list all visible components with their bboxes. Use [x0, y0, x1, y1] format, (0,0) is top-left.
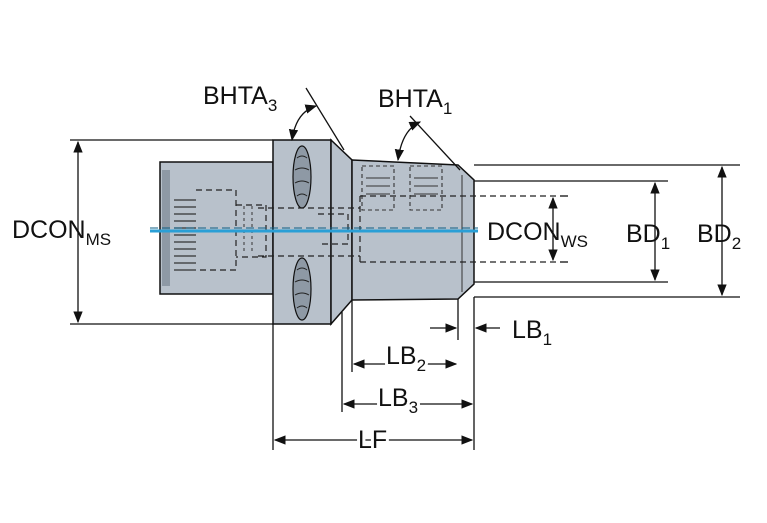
- angle-indicators: [288, 87, 461, 171]
- bd1-label: BD1: [626, 220, 670, 253]
- dimension-lines: [73, 140, 727, 445]
- labels: BHTA3 BHTA1 DCONMS DCONWS BD1 BD2 LB1 LB…: [12, 82, 741, 457]
- bhta1-label: BHTA1: [378, 85, 452, 118]
- flange-slot-bottom: [292, 257, 312, 321]
- lb1-label: LB1: [512, 316, 552, 349]
- extension-lines: [70, 139, 740, 450]
- flange-slot-top: [292, 145, 312, 209]
- bhta3-label: BHTA3: [203, 82, 277, 115]
- internal-bore: [258, 195, 560, 263]
- dcon-ws-label: DCONWS: [487, 218, 588, 251]
- dcon-ms-label: DCONMS: [12, 216, 111, 249]
- lf-label: LF: [358, 426, 387, 454]
- lb2-label: LB2: [386, 342, 426, 375]
- front-screw-holes: [361, 165, 463, 292]
- bhta1-arc: [394, 121, 422, 162]
- lb3-label: LB3: [378, 384, 418, 417]
- tool-body: [150, 138, 560, 326]
- bhta3-leader: [305, 87, 345, 151]
- bhta1-leader: [409, 115, 461, 171]
- bhta3-arc: [288, 104, 318, 142]
- bd2-label: BD2: [697, 220, 741, 253]
